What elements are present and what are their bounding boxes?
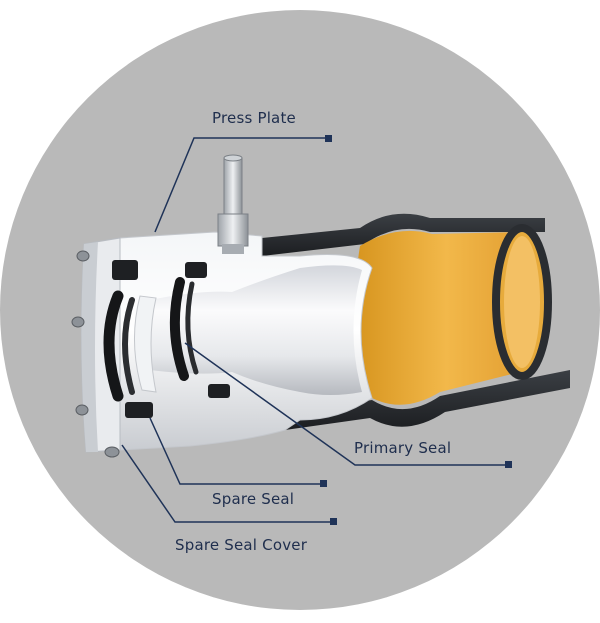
- label-spare-seal: Spare Seal: [212, 490, 295, 508]
- leader-spare-seal-cover: [121, 444, 333, 523]
- spare-seal-ring: [103, 260, 153, 418]
- label-spare-seal-cover: Spare Seal Cover: [175, 536, 308, 554]
- leader-press-plate: [154, 137, 328, 233]
- marker-primary-seal: [505, 461, 512, 468]
- marker-spare-seal-cover: [330, 518, 337, 525]
- coupling-cutaway: [71, 154, 570, 458]
- valve-stem: [217, 154, 249, 254]
- marker-press-plate: [325, 135, 332, 142]
- leader-spare-seal: [149, 417, 323, 485]
- leader-primary-seal: [184, 342, 508, 466]
- callout-lines: [121, 137, 508, 523]
- label-press-plate: Press Plate: [212, 109, 296, 127]
- pipe-shell-top: [262, 213, 545, 256]
- flange-bolts: [71, 250, 120, 458]
- marker-spare-seal: [320, 480, 327, 487]
- pipe-lining: [356, 230, 520, 405]
- spare-seal-cover-ring: [134, 295, 157, 393]
- label-primary-seal: Primary Seal: [354, 439, 452, 457]
- primary-seal-ring: [169, 262, 230, 398]
- pipe-shell-bottom: [285, 370, 570, 430]
- callout-end-markers: [320, 135, 512, 525]
- inner-bore: [150, 265, 362, 395]
